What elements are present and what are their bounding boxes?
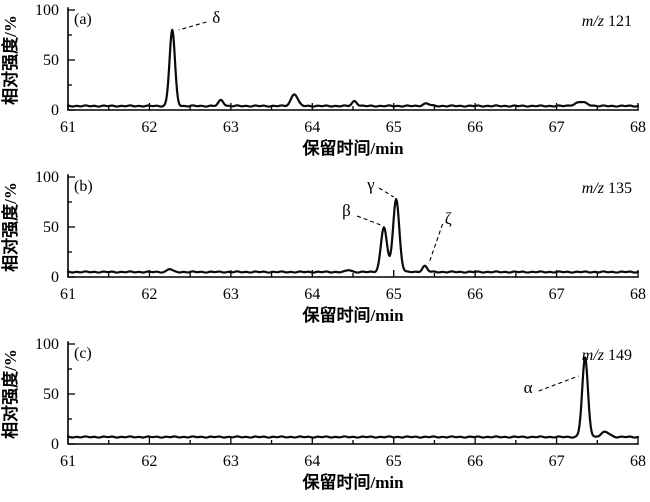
x-tick-label: 64 [304,453,320,470]
x-axis-title: 保留时间/min [301,305,404,325]
y-tick-label: 0 [51,436,59,453]
x-tick-label: 65 [386,453,402,470]
panel-tag: (c) [74,345,92,362]
chromatogram-trace [66,197,640,274]
y-tick-label: 50 [43,52,59,69]
x-tick-label: 67 [549,453,565,470]
x-tick-label: 64 [304,286,320,303]
x-axis-title: 保留时间/min [301,472,404,492]
x-tick-label: 62 [141,119,157,136]
y-tick-label: 50 [43,219,59,236]
x-tick-label: 66 [467,286,483,303]
x-tick-label: 66 [467,453,483,470]
panel-tag: (b) [74,178,93,195]
x-tick-label: 61 [60,453,76,470]
x-tick-label: 68 [630,286,646,303]
y-tick-label: 100 [35,169,59,186]
x-tick-label: 65 [386,286,402,303]
x-tick-label: 62 [141,453,157,470]
x-tick-label: 68 [630,119,646,136]
x-axis-title: 保留时间/min [301,138,404,158]
x-tick-label: 64 [304,119,320,136]
leader-line [356,215,381,226]
axis-frame [67,341,639,445]
x-tick-label: 63 [223,453,239,470]
peak-label: ζ [445,209,452,228]
leader-line [428,223,444,265]
y-tick-label: 50 [43,386,59,403]
leader-line [178,21,207,31]
axis-frame [67,7,639,111]
panel-a-chart: 0 50 100 61 62 63 64 65 66 67 68 δ (a) m/z 121 保留时间/mi… [0,2,646,158]
peak-label: γ [366,175,375,194]
leader-line [538,375,579,392]
x-tick-label: 67 [549,286,565,303]
x-tick-label: 61 [60,119,76,136]
x-tick-label: 67 [549,119,565,136]
peak-label: δ [212,8,220,27]
y-tick-label: 0 [51,269,59,286]
x-tick-label: 61 [60,286,76,303]
x-tick-label: 68 [630,453,646,470]
panel-tag: (a) [74,11,92,28]
peak-label: β [342,201,351,220]
x-tick-label: 62 [141,286,157,303]
chromatogram-trace [66,356,640,439]
chromatogram-trace [66,28,640,108]
panel-b-chart: 0 50 100 61 62 63 64 65 66 67 68 γβ ζ (b) m/z 135 保留时间/… [0,169,646,325]
y-tick-label: 100 [35,2,59,19]
y-axis-title: 相对强度/% [0,349,20,439]
y-tick-label: 0 [51,102,59,119]
mz-label: m/z 121 [582,13,632,30]
y-axis-title: 相对强度/% [0,182,20,272]
mz-label: m/z 135 [582,180,632,197]
x-tick-label: 63 [223,119,239,136]
x-tick-label: 65 [386,119,402,136]
leader-line [378,187,395,198]
peak-label: α [524,378,533,397]
x-tick-label: 63 [223,286,239,303]
axis-frame [67,174,639,278]
y-axis-title: 相对强度/% [0,15,20,105]
y-tick-label: 100 [35,336,59,353]
panel-c-chart: 0 50 100 61 62 63 64 65 66 67 68 α (c) m/z 149 保留时间/mi… [0,336,646,492]
mz-label: m/z 149 [582,347,632,364]
x-tick-label: 66 [467,119,483,136]
